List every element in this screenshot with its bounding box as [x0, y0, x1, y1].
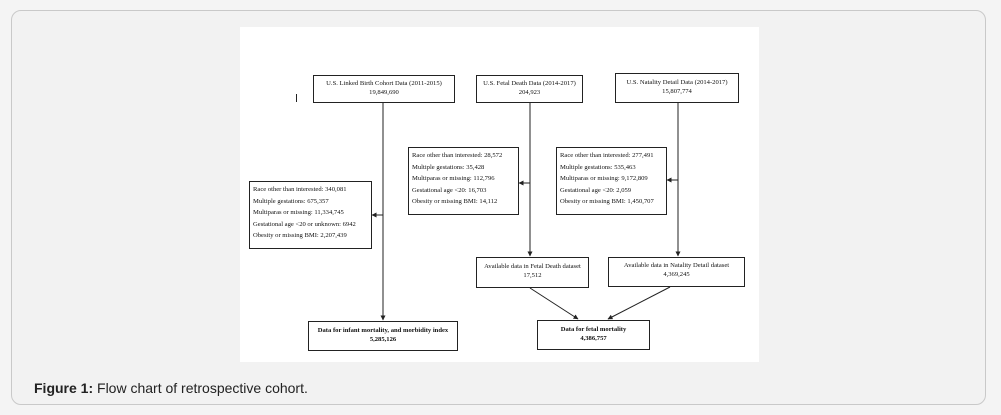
exclusion-natality-line: Gestational age <20: 2,059: [560, 186, 632, 194]
source-natality: U.S. Natality Detail Data (2014-2017) 15…: [615, 73, 739, 103]
exclusion-linked-line: Multiparas or missing: 11,334,745: [253, 209, 344, 216]
exclusion-natality-line: Multiparas or missing: 9,172,809: [560, 175, 648, 182]
available-fetal-count: 17,512: [523, 272, 542, 279]
source-natality-count: 15,807,774: [662, 88, 692, 95]
exclusion-fetal-line: Obesity or missing BMI: 14,112: [412, 198, 498, 205]
exclusion-linked-line: Gestational age <20 or unknown: 6942: [253, 220, 356, 228]
figure-caption-text: Flow chart of retrospective cohort.: [93, 380, 308, 396]
available-natality-title: Available data in Natality Detail datase…: [623, 262, 730, 269]
exclusion-fetal-line: Multiple gestations: 35,428: [412, 163, 485, 171]
exclusion-linked-line: Obesity or missing BMI: 2,207,439: [253, 232, 347, 239]
arrow-avail-fetal-to-result: [529, 287, 579, 320]
available-fetal-death: Available data in Fetal Death dataset 17…: [476, 257, 589, 288]
exclusion-linked-line: Multiple gestations: 675,357: [253, 197, 329, 205]
source-linked-birth: U.S. Linked Birth Cohort Data (2011-2015…: [313, 75, 455, 103]
result-infant-mortality: Data for infant mortality, and morbidity…: [308, 321, 458, 351]
source-natality-title: U.S. Natality Detail Data (2014-2017): [626, 79, 728, 86]
available-fetal-title: Available data in Fetal Death dataset: [484, 263, 581, 270]
result-fetal-title: Data for fetal mortality: [560, 326, 627, 333]
available-natality-count: 4,369,245: [663, 271, 690, 278]
exclusion-fetal-line: Multiparas or missing: 112,796: [412, 175, 495, 182]
result-infant-title: Data for infant mortality, and morbidity…: [317, 327, 449, 334]
result-fetal-mortality: Data for fetal mortality 4,386,757: [537, 320, 650, 350]
source-linked-birth-count: 19,849,690: [369, 89, 399, 96]
flow-connectors: [371, 103, 681, 321]
source-fetal-death: U.S. Fetal Death Data (2014-2017) 204,92…: [476, 75, 583, 103]
flow-chart: U.S. Linked Birth Cohort Data (2011-2015…: [240, 27, 759, 362]
exclusion-natality-line: Multiple gestations: 535,463: [560, 163, 636, 171]
stray-mark: [296, 94, 297, 102]
exclusion-linked-line: Race other than interested: 340,081: [253, 186, 347, 193]
arrow-avail-natality-to-result: [607, 286, 671, 320]
source-fetal-death-count: 204,923: [518, 89, 541, 96]
source-linked-birth-title: U.S. Linked Birth Cohort Data (2011-2015…: [326, 80, 442, 87]
source-fetal-death-title: U.S. Fetal Death Data (2014-2017): [483, 80, 576, 87]
exclusion-fetal-line: Race other than interested: 28,572: [412, 152, 503, 159]
figure-caption: Figure 1: Flow chart of retrospective co…: [34, 380, 308, 396]
exclusion-natality-line: Race other than interested: 277,491: [560, 152, 654, 159]
figure-caption-label: Figure 1:: [34, 380, 94, 396]
available-natality: Available data in Natality Detail datase…: [608, 257, 745, 287]
result-fetal-count: 4,386,757: [580, 335, 607, 342]
exclusion-natality-line: Obesity or missing BMI: 1,450,707: [560, 198, 654, 205]
exclusion-linked-birth: Race other than interested: 340,081 Mult…: [249, 181, 372, 249]
exclusion-natality: Race other than interested: 277,491 Mult…: [556, 147, 667, 215]
exclusion-fetal-line: Gestational age <20: 16,703: [412, 186, 487, 194]
exclusion-fetal-death: Race other than interested: 28,572 Multi…: [408, 147, 519, 215]
result-infant-count: 5,285,126: [369, 336, 397, 343]
